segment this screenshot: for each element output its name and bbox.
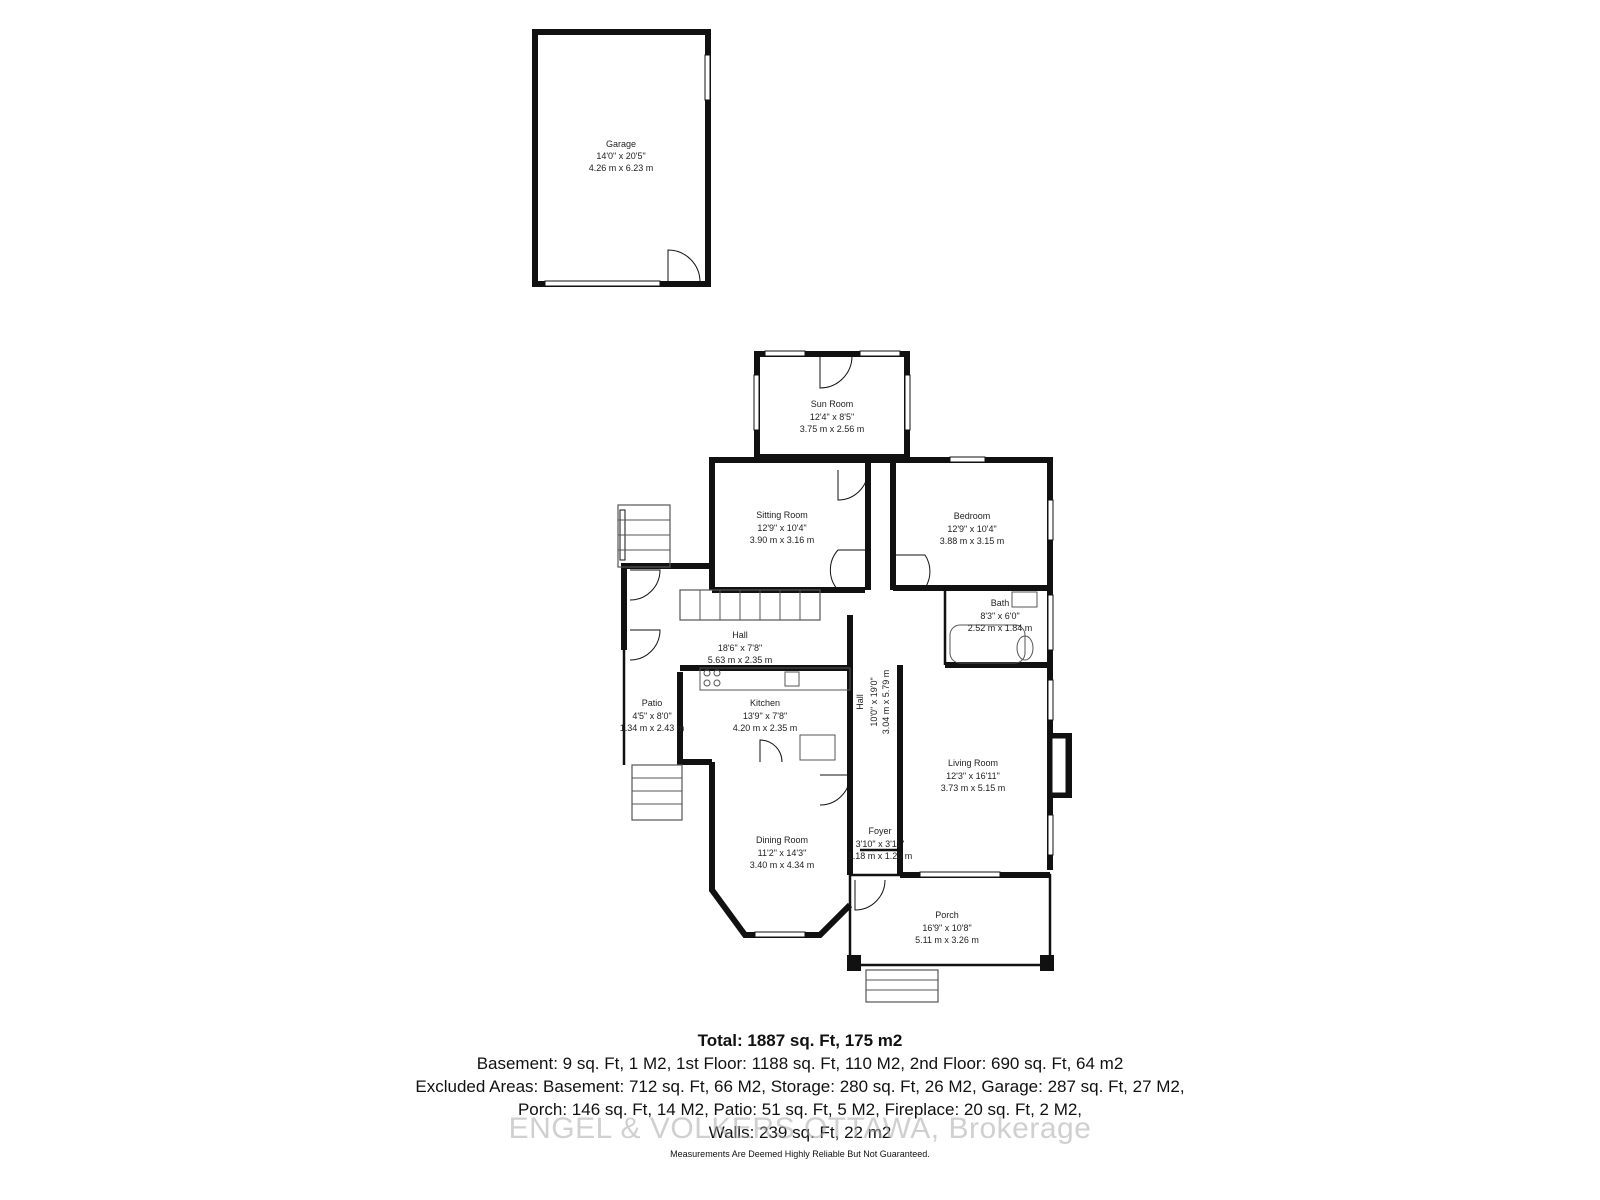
kitchen-dim-metric: 4.20 m x 2.35 m <box>733 723 798 733</box>
room-label-hall-upper: Hall 18'6" x 7'8" 5.63 m x 2.35 m <box>708 630 773 665</box>
stairs <box>617 504 821 821</box>
total-area: Total: 1887 sq. Ft, 175 m2 <box>697 1031 903 1050</box>
bath-dim-imperial: 8'3" x 6'0" <box>980 611 1019 621</box>
garage-dim-imperial: 14'0" x 20'5" <box>596 151 645 161</box>
floor-areas: Basement: 9 sq. Ft, 1 M2, 1st Floor: 118… <box>476 1054 1124 1073</box>
area-summary: Total: 1887 sq. Ft, 175 m2 Basement: 9 s… <box>300 1030 1300 1160</box>
porch-dim-metric: 5.11 m x 3.26 m <box>915 935 979 945</box>
bedroom-dim-imperial: 12'9" x 10'4" <box>947 524 996 534</box>
excluded-areas-2: Porch: 146 sq. Ft, 14 M2, Patio: 51 sq. … <box>517 1100 1083 1119</box>
hall-center-dim-metric: 3.04 m x 5.79 m <box>881 670 891 735</box>
dining-room-dim-imperial: 11'2" x 14'3" <box>758 848 807 858</box>
brokerage-watermark: ENGEL & VOLKERS OTTAWA, Brokerage <box>508 1112 1092 1145</box>
sitting-room-dim-imperial: 12'9" x 10'4" <box>757 523 806 533</box>
foyer-name: Foyer <box>868 826 891 836</box>
garage-name: Garage <box>606 139 636 149</box>
excluded-areas-1: Excluded Areas: Basement: 712 sq. Ft, 66… <box>415 1077 1185 1096</box>
room-label-kitchen: Kitchen 13'9" x 7'8" 4.20 m x 2.35 m <box>733 698 798 733</box>
sun-room-name: Sun Room <box>811 399 854 409</box>
garage-dim-metric: 4.26 m x 6.23 m <box>589 163 654 173</box>
room-label-garage: Garage 14'0" x 20'5" 4.26 m x 6.23 m <box>589 139 654 173</box>
sun-room <box>753 350 911 460</box>
patio-dim-imperial: 4'5" x 8'0" <box>632 711 671 721</box>
room-label-bath: Bath 8'3" x 6'0" 2.52 m x 1.84 m <box>968 598 1033 633</box>
sitting-room-name: Sitting Room <box>756 510 808 520</box>
foyer-dim-metric: 1.18 m x 1.20 m <box>848 851 913 861</box>
fixtures <box>699 591 1038 761</box>
doors <box>629 469 931 911</box>
hall-upper-dim-metric: 5.63 m x 2.35 m <box>708 655 773 665</box>
garage <box>532 29 711 287</box>
room-label-patio: Patio 4'5" x 8'0" 1.34 m x 2.43 m <box>620 698 685 733</box>
porch-dim-imperial: 16'9" x 10'8" <box>922 923 971 933</box>
room-label-living-room: Living Room 12'3" x 16'11" 3.73 m x 5.15… <box>941 758 1006 793</box>
living-room-name: Living Room <box>948 758 998 768</box>
bedroom-name: Bedroom <box>954 511 991 521</box>
room-label-sitting-room: Sitting Room 12'9" x 10'4" 3.90 m x 3.16… <box>750 510 815 545</box>
kitchen-name: Kitchen <box>750 698 780 708</box>
walls-area: Walls: 239 sq. Ft, 22 m2 <box>708 1123 892 1142</box>
hall-center-dim-imperial: 10'0" x 19'0" <box>869 677 879 726</box>
patio-name: Patio <box>642 698 663 708</box>
room-label-sun-room: Sun Room 12'4" x 8'5" 3.75 m x 2.56 m <box>800 399 865 434</box>
kitchen-dim-imperial: 13'9" x 7'8" <box>743 711 787 721</box>
sun-room-dim-imperial: 12'4" x 8'5" <box>810 412 854 422</box>
bedroom-dim-metric: 3.88 m x 3.15 m <box>940 536 1005 546</box>
porch-name: Porch <box>935 910 959 920</box>
bath-dim-metric: 2.52 m x 1.84 m <box>968 623 1033 633</box>
room-label-porch: Porch 16'9" x 10'8" 5.11 m x 3.26 m <box>915 910 979 945</box>
living-room-dim-imperial: 12'3" x 16'11" <box>946 771 1000 781</box>
sun-room-dim-metric: 3.75 m x 2.56 m <box>800 424 865 434</box>
sitting-room-dim-metric: 3.90 m x 3.16 m <box>750 535 815 545</box>
living-room-dim-metric: 3.73 m x 5.15 m <box>941 783 1006 793</box>
dining-room-dim-metric: 3.40 m x 4.34 m <box>750 860 815 870</box>
room-label-foyer: Foyer 3'10" x 3'11" 1.18 m x 1.20 m <box>848 826 913 861</box>
hall-upper-dim-imperial: 18'6" x 7'8" <box>718 643 762 653</box>
hall-upper-name: Hall <box>732 630 748 640</box>
hall-center-name: Hall <box>855 694 865 710</box>
bath-name: Bath <box>991 598 1010 608</box>
room-label-dining-room: Dining Room 11'2" x 14'3" 3.40 m x 4.34 … <box>750 835 815 870</box>
disclaimer: Measurements Are Deemed Highly Reliable … <box>670 1149 930 1159</box>
patio-dim-metric: 1.34 m x 2.43 m <box>620 723 685 733</box>
foyer-dim-imperial: 3'10" x 3'11" <box>856 839 905 849</box>
dining-room-name: Dining Room <box>756 835 808 845</box>
room-label-hall-center: Hall 10'0" x 19'0" 3.04 m x 5.79 m <box>855 670 891 735</box>
room-label-bedroom: Bedroom 12'9" x 10'4" 3.88 m x 3.15 m <box>940 511 1005 546</box>
